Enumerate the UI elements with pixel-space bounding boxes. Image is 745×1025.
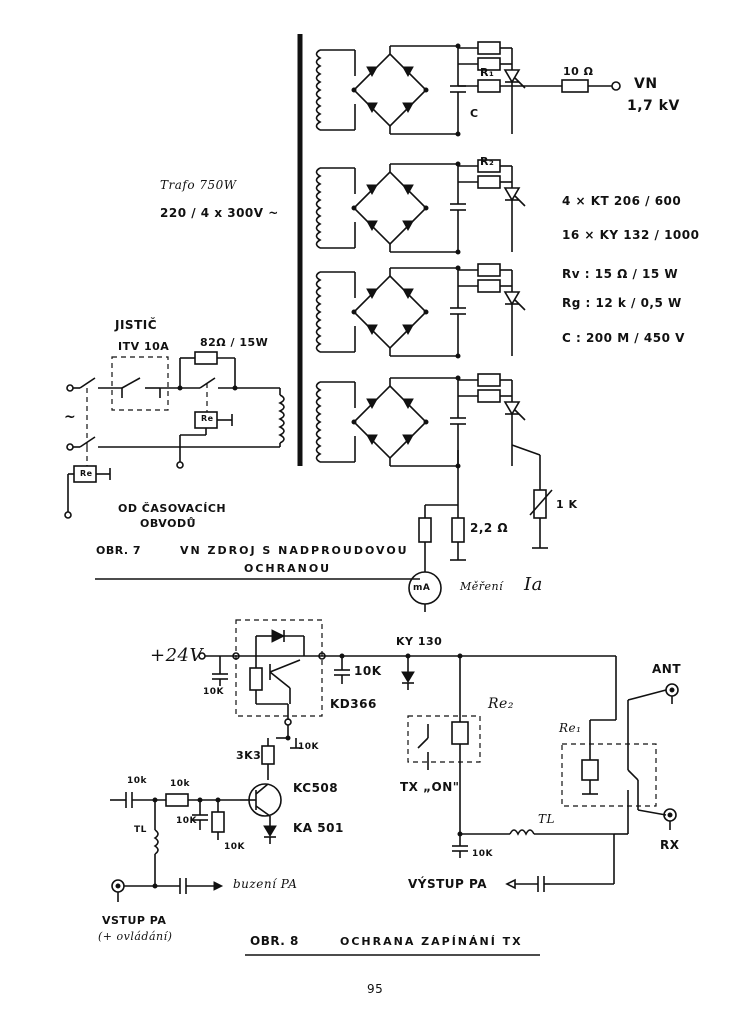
tx-on-label: TX „ON" (400, 780, 460, 794)
stage-1-diode-4 (402, 102, 414, 114)
itv-label: ITV 10A (118, 340, 170, 353)
spec-thyristors: 4 × KT 206 / 600 (562, 194, 682, 208)
ky130-label: KY 130 (396, 635, 443, 648)
buzeni-label: buzení PA (233, 877, 298, 891)
kv-label: 1,7 kV (627, 98, 680, 114)
kd366-label: KD366 (330, 697, 377, 711)
re1-label: Re₁ (559, 721, 582, 735)
mains-switch (64, 351, 285, 519)
vstup-label-1: VSTUP PA (102, 914, 167, 927)
re2-label: Re₂ (488, 696, 514, 712)
stage-3-secondary-coil (315, 271, 322, 353)
vystup-label: VÝSTUP PA (408, 877, 488, 891)
cap-10k-input: 10k (127, 776, 148, 786)
mereni-label: Měření (460, 580, 504, 593)
stage-4-resistor-rg (477, 389, 501, 403)
stage-2-resistor-rg (477, 175, 501, 189)
cap-10k-mid: 10K (298, 742, 319, 752)
spec-rg: Rg : 12 k / 0,5 W (562, 296, 682, 310)
relay-re-lower-label: Re (80, 469, 93, 478)
ammeter-label: mA (413, 583, 431, 593)
stage-2-diode-2 (402, 184, 414, 196)
rectifier-stages (315, 41, 526, 469)
vn-label: VN (634, 76, 658, 92)
od-label-1: OD ČASOVACÍCH (118, 502, 227, 515)
stage-3-resistor-rv (477, 263, 501, 277)
resistor-82-label: 82Ω / 15W (200, 336, 269, 349)
stage-1-diode-3 (366, 102, 378, 114)
stage-4-secondary-coil (315, 381, 322, 463)
jistic-label: JISTIČ (115, 318, 158, 332)
spec-diodes: 16 × KY 132 / 1000 (562, 228, 700, 242)
stage-4-bridge (352, 384, 428, 460)
rx-label: RX (660, 838, 680, 852)
fig7-caption-line1: VN ZDROJ S NADPROUDOVOU (180, 544, 409, 557)
stage-2-diode-1 (366, 184, 378, 196)
stage-1-secondary-coil (315, 49, 322, 131)
relay-re-label: Re (201, 414, 214, 423)
stage-1-thyristor (503, 69, 521, 84)
fig8-caption: OCHRANA ZAPÍNÁNÍ TX (340, 935, 523, 948)
r2-label: R₂ (480, 155, 495, 168)
tl-input-label: TL (134, 825, 147, 835)
stage-3-diode-4 (402, 324, 414, 336)
tl-output-label: TL (538, 812, 555, 826)
stage-3-diode-2 (402, 288, 414, 300)
stage-2-secondary-coil (315, 167, 322, 249)
ia-label: Ia (524, 574, 543, 595)
stage-4-diode-4 (402, 434, 414, 446)
protection-circuit (110, 619, 679, 902)
spec-c: C : 200 M / 450 V (562, 331, 685, 345)
vstup-label-2: (+ ovládání) (98, 930, 173, 943)
stage-3-diode-1 (366, 288, 378, 300)
stage-1-bridge (352, 52, 428, 128)
fig8-number: OBR. 8 (250, 934, 299, 948)
stage-4-diode-1 (366, 398, 378, 410)
cap-10k-base: 10K (176, 816, 197, 826)
spec-rv: Rv : 15 Ω / 15 W (562, 267, 679, 281)
stage-3-thyristor (503, 291, 521, 306)
fig7-number: OBR. 7 (96, 544, 142, 557)
r1-label: R₁ (480, 66, 495, 79)
resistor-3k3-label: 3K3 (236, 749, 262, 762)
stage-3-bridge (352, 274, 428, 350)
resistor-10k-input: 10k (170, 779, 191, 789)
stage-2-thyristor (503, 187, 521, 202)
vn-output (458, 79, 621, 93)
trafo-spec: 220 / 4 x 300V ~ (160, 206, 279, 220)
resistor-22-label: 2,2 Ω (470, 521, 509, 535)
r10-label: 10 Ω (563, 65, 594, 78)
ac-tilde: ~ (64, 409, 77, 425)
ant-label: ANT (652, 662, 682, 676)
stage-1-diode-2 (402, 66, 414, 78)
capacitor-c-label: C (470, 107, 479, 120)
stage-4-diode-3 (366, 434, 378, 446)
od-label-2: OBVODŮ (140, 517, 197, 530)
stage-4-diode-2 (402, 398, 414, 410)
fig7-caption-line2: OCHRANOU (244, 562, 332, 575)
pot-1k-label: 1 K (556, 498, 578, 511)
stage-3-resistor-rg (477, 279, 501, 293)
cap-10k-output: 10K (472, 849, 493, 859)
stage-2-diode-4 (402, 220, 414, 232)
stage-1-diode-1 (366, 66, 378, 78)
stage-3-diode-3 (366, 324, 378, 336)
stage-2-bridge (352, 170, 428, 246)
stage-1-resistor-rv (477, 41, 501, 55)
cap-10k-right: 10K (354, 664, 382, 678)
stage-2-diode-3 (366, 220, 378, 232)
supply-24v-label: +24V (150, 645, 203, 666)
measurement-section (408, 444, 553, 612)
stage-4-thyristor (503, 401, 521, 416)
cap-10k-left: 10K (203, 687, 224, 697)
kc508-label: KC508 (293, 781, 339, 795)
stage-4-resistor-rv (477, 373, 501, 387)
trafo-title: Trafo 750W (160, 178, 237, 192)
resistor-10k-base: 10K (224, 842, 245, 852)
ka501-label: KA 501 (293, 821, 344, 835)
page-number: 95 (367, 982, 384, 996)
